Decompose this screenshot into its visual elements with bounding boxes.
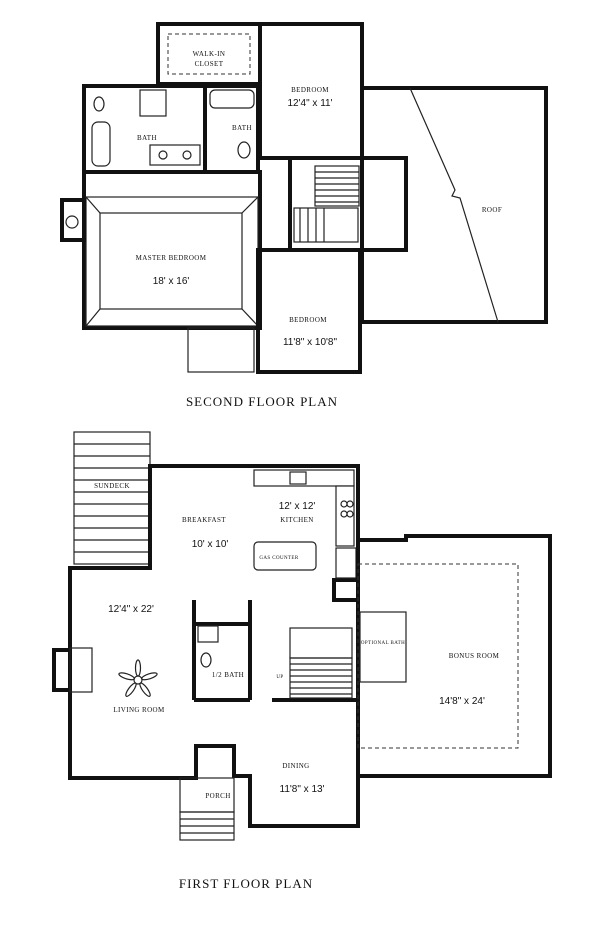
tray-corner — [241, 308, 259, 327]
sundeck-label: SUNDECK — [94, 482, 130, 490]
roof-ridge — [409, 87, 499, 323]
burner-icon — [346, 500, 354, 508]
roof-label: ROOF — [482, 206, 502, 214]
master-bedroom-walls — [82, 170, 262, 330]
bedroom-lower-walls — [256, 248, 362, 374]
sink-icon — [182, 150, 192, 160]
kitchen-size: 12' x 12' — [279, 501, 316, 512]
kitchen-label: KITCHEN — [280, 516, 314, 524]
vanity-icon — [149, 144, 201, 166]
porch-label: PORCH — [205, 792, 230, 800]
burner-icon — [346, 510, 354, 518]
tray-corner — [85, 308, 101, 327]
sink-icon — [289, 471, 307, 485]
flue-icon — [65, 215, 79, 229]
hearth — [69, 647, 93, 693]
living-room-size: 12'4" x 22' — [108, 604, 154, 615]
breakfast-size: 10' x 10' — [192, 539, 229, 550]
second-floor-plan: WALK-IN CLOSET BEDROOM 12'4" x 11' BATH … — [60, 22, 548, 409]
stair-landing — [293, 207, 359, 243]
hall-bath-label: BATH — [232, 124, 252, 132]
master-bedroom-label: MASTER BEDROOM — [136, 254, 207, 262]
first-floor-plan: SUNDECK BREAKFAST 10' x 10' 12' x 12' KI… — [52, 431, 552, 891]
stair-treads — [290, 663, 352, 695]
toilet-icon — [200, 652, 212, 668]
porch-steps — [179, 811, 235, 841]
bonus-room-size: 14'8" x 24' — [439, 696, 485, 707]
breakfast-label: BREAKFAST — [182, 516, 226, 524]
master-bath-label: BATH — [137, 134, 157, 142]
stair-flight — [289, 657, 353, 699]
bedroom-label: BEDROOM — [291, 86, 329, 94]
bathtub-icon — [209, 89, 255, 109]
stair-landing — [289, 627, 353, 659]
sundeck-boards — [74, 443, 150, 553]
window-bay — [187, 327, 255, 373]
bedroom-size: 12'4" x 11' — [288, 98, 333, 109]
dining-size: 11'8" x 13' — [280, 784, 325, 795]
ceiling-fan-icon — [118, 659, 158, 697]
bathtub-icon — [91, 121, 111, 167]
walk-in-closet-label-2: CLOSET — [195, 60, 224, 68]
master-bedroom-size: 18' x 16' — [153, 276, 190, 287]
optional-bath-outline — [359, 611, 407, 683]
bedroom-3-size: 11'8" x 10'8" — [283, 337, 338, 348]
half-bath-label: 1/2 BATH — [212, 671, 244, 679]
fireplace — [52, 648, 72, 692]
bonus-room-dormer — [357, 563, 519, 749]
optional-bath-label: OPTIONAL BATH — [361, 641, 405, 646]
bonus-room-label: BONUS ROOM — [449, 652, 500, 660]
bonus-room-walls — [356, 534, 552, 778]
first-floor-title: FIRST FLOOR PLAN — [179, 876, 313, 891]
walk-in-closet-label: WALK-IN — [193, 50, 226, 58]
burner-icon — [340, 500, 348, 508]
refrigerator-icon — [335, 547, 357, 579]
living-room-label: LIVING ROOM — [113, 706, 165, 714]
stair-treads — [299, 171, 359, 242]
shower-icon — [139, 89, 167, 117]
dining-label: DINING — [282, 762, 309, 770]
toilet-icon — [93, 96, 105, 112]
second-floor-title: SECOND FLOOR PLAN — [186, 394, 338, 409]
bedroom-3-label: BEDROOM — [289, 316, 327, 324]
stair-flight — [314, 165, 360, 207]
tray-corner — [85, 196, 101, 214]
roof-outline — [360, 86, 548, 324]
sink-icon — [158, 150, 168, 160]
first-floor-walls — [68, 464, 360, 828]
burner-icon — [340, 510, 348, 518]
kitchen-island — [253, 541, 317, 571]
closet-shelf-outline — [167, 33, 251, 75]
sundeck-outline — [73, 431, 151, 565]
toilet-icon — [237, 141, 251, 159]
tray-corner — [241, 196, 259, 214]
counter-label: GAS COUNTER — [259, 556, 299, 561]
chimney — [60, 198, 86, 242]
tray-ceiling-outline — [99, 212, 243, 310]
up-label: UP — [276, 675, 283, 680]
vanity-icon — [197, 625, 219, 643]
